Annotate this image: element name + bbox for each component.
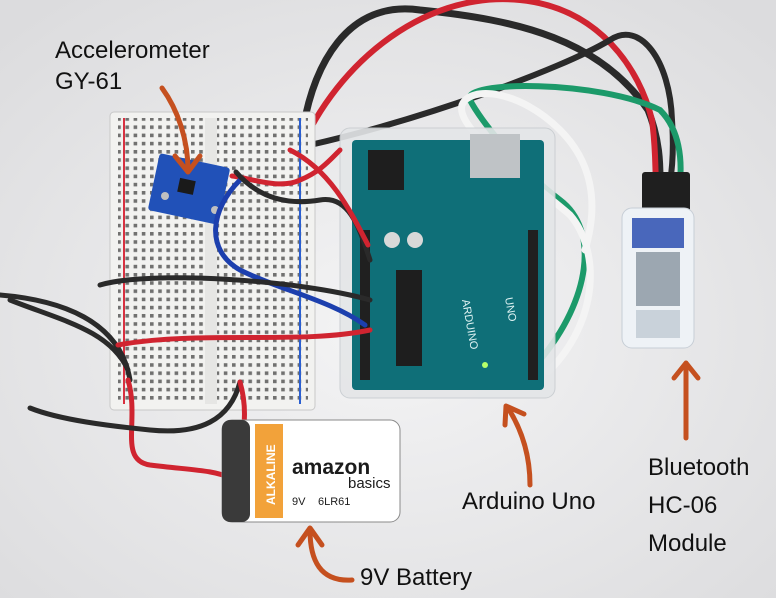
battery-label: 9V Battery [360,564,473,591]
arrow-arduino [505,405,533,488]
battery-voltage-print: 9V [292,496,306,508]
battery-model-print: 6LR61 [318,496,350,508]
arduino-label: Arduino Uno [462,488,596,515]
power-jack [368,150,404,190]
battery-brand-sub-print: basics [348,475,391,492]
arrow-bluetooth-head [671,360,701,381]
arrow-accelerometer [159,85,191,173]
breadboard [109,111,316,411]
bluetooth-label-line1: Bluetooth [648,454,750,481]
usb-port [470,134,520,178]
arduino-board: ARDUINO UNO [339,127,556,399]
accelerometer-label: Accelerometer GY-61 [55,35,210,97]
accelerometer-label-line2: GY-61 [55,68,123,95]
arrow-arduino-head [502,403,527,428]
accelerometer-label-line1: Accelerometer [55,37,210,64]
battery-type-print: ALKALINE [264,444,278,505]
microcontroller-chip [396,270,422,366]
battery-9v: ALKALINE amazon basics 9V 6LR61 [221,419,401,523]
bluetooth-module [621,172,695,349]
arrow-battery [307,527,355,583]
arrow-accelerometer-head [172,153,203,175]
bluetooth-label-line3: Module [648,530,727,557]
wires-back [293,0,684,376]
board-print-model: UNO [502,296,518,323]
accelerometer-module [148,153,230,225]
wires-front [0,147,373,481]
bluetooth-label-line2: HC-06 [648,492,718,519]
arrow-battery-head [295,525,325,548]
bluetooth-label: Bluetooth HC-06 Module [648,449,749,563]
battery-brand-print: amazon [292,456,370,479]
